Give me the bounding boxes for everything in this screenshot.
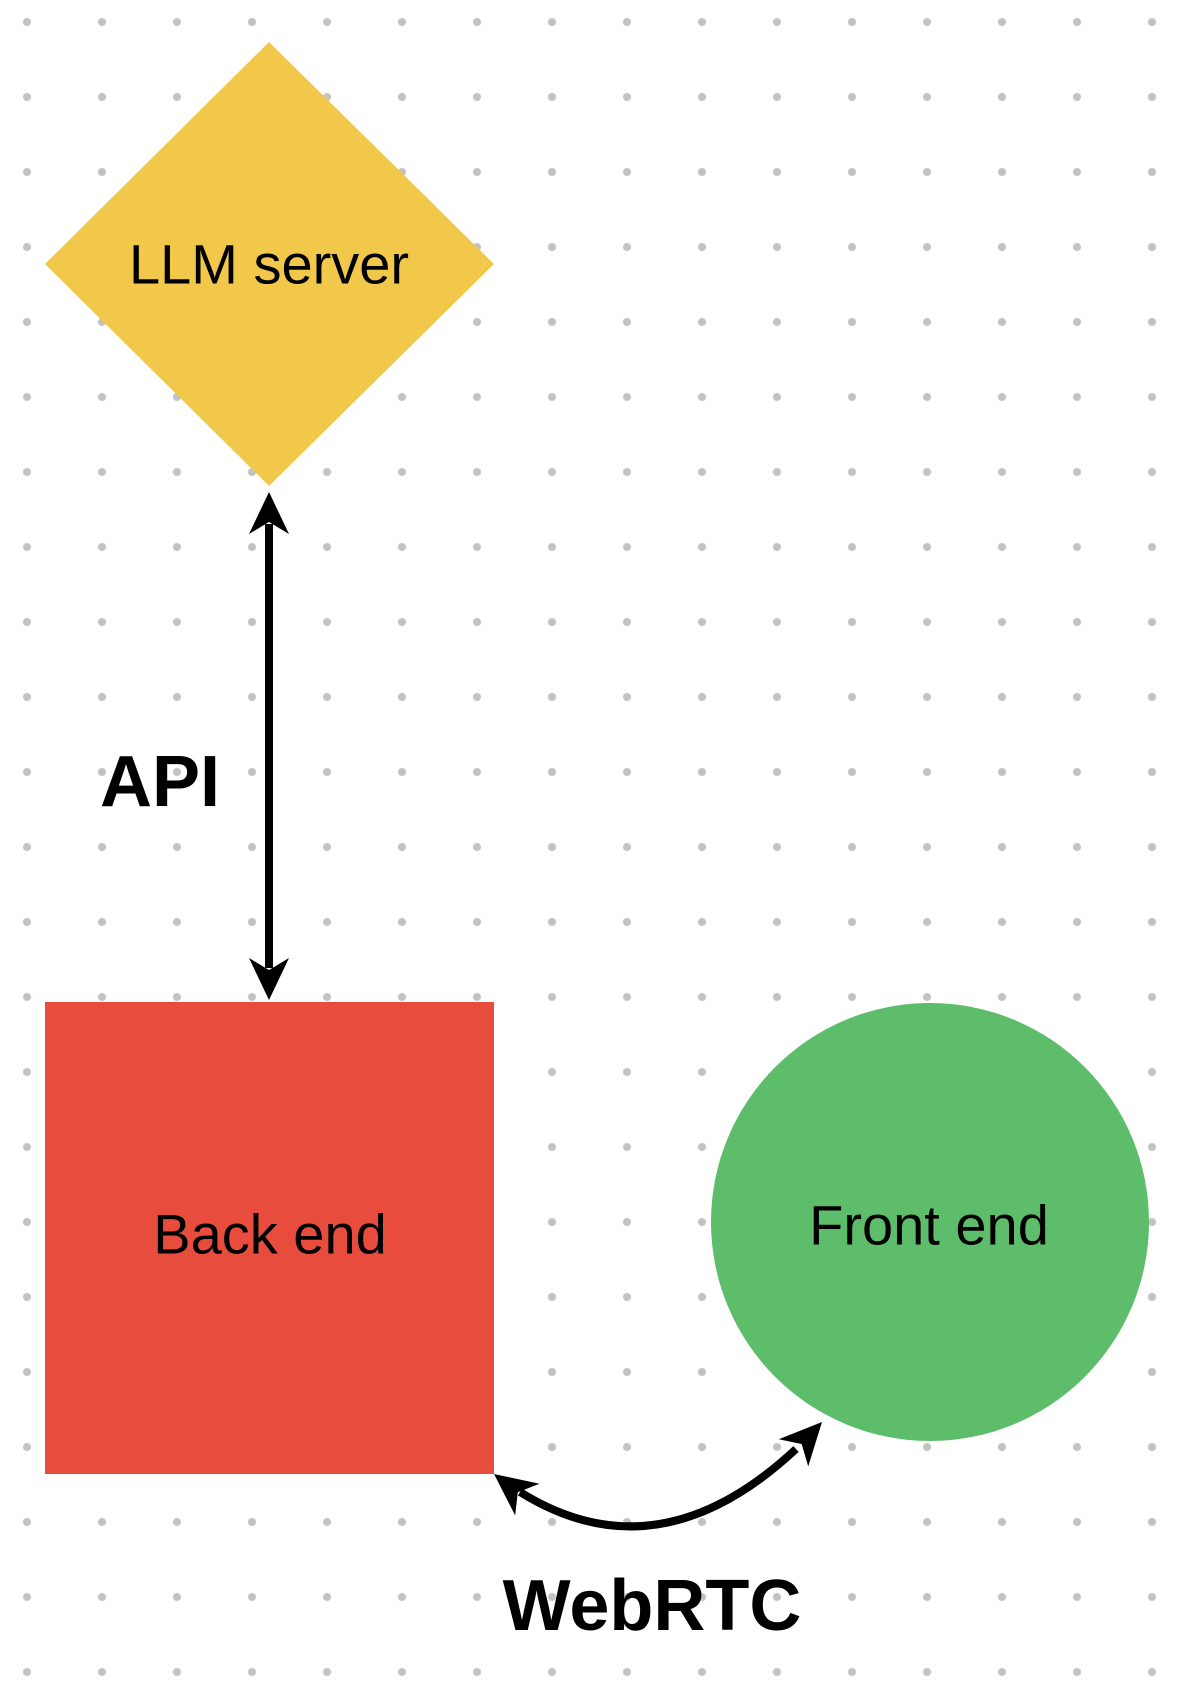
- node-front-end[interactable]: Front end: [711, 1003, 1149, 1441]
- circle-shape[interactable]: [711, 1003, 1149, 1441]
- edge-webrtc-arrow[interactable]: [482, 1408, 837, 1531]
- edge-api-arrow[interactable]: [249, 492, 289, 1000]
- webrtc-arrowhead-right-icon: [778, 1422, 822, 1467]
- node-back-end[interactable]: Back end: [45, 1002, 494, 1474]
- api-arrowhead-up-icon: [249, 492, 289, 534]
- node-label-front-end: Front end: [809, 1194, 1049, 1257]
- diamond-shape[interactable]: [45, 42, 494, 486]
- webrtc-arrowhead-left-icon: [494, 1474, 540, 1516]
- node-label-llm-server: LLM server: [129, 233, 409, 296]
- webrtc-arrow-curve[interactable]: [517, 1446, 799, 1531]
- edge-label-webrtc: WebRTC: [503, 1566, 802, 1646]
- api-arrowhead-down-icon: [249, 958, 289, 1000]
- node-llm-server[interactable]: LLM server: [45, 42, 494, 486]
- node-label-back-end: Back end: [153, 1203, 387, 1266]
- square-shape[interactable]: [45, 1002, 494, 1474]
- edge-label-api: API: [100, 742, 220, 822]
